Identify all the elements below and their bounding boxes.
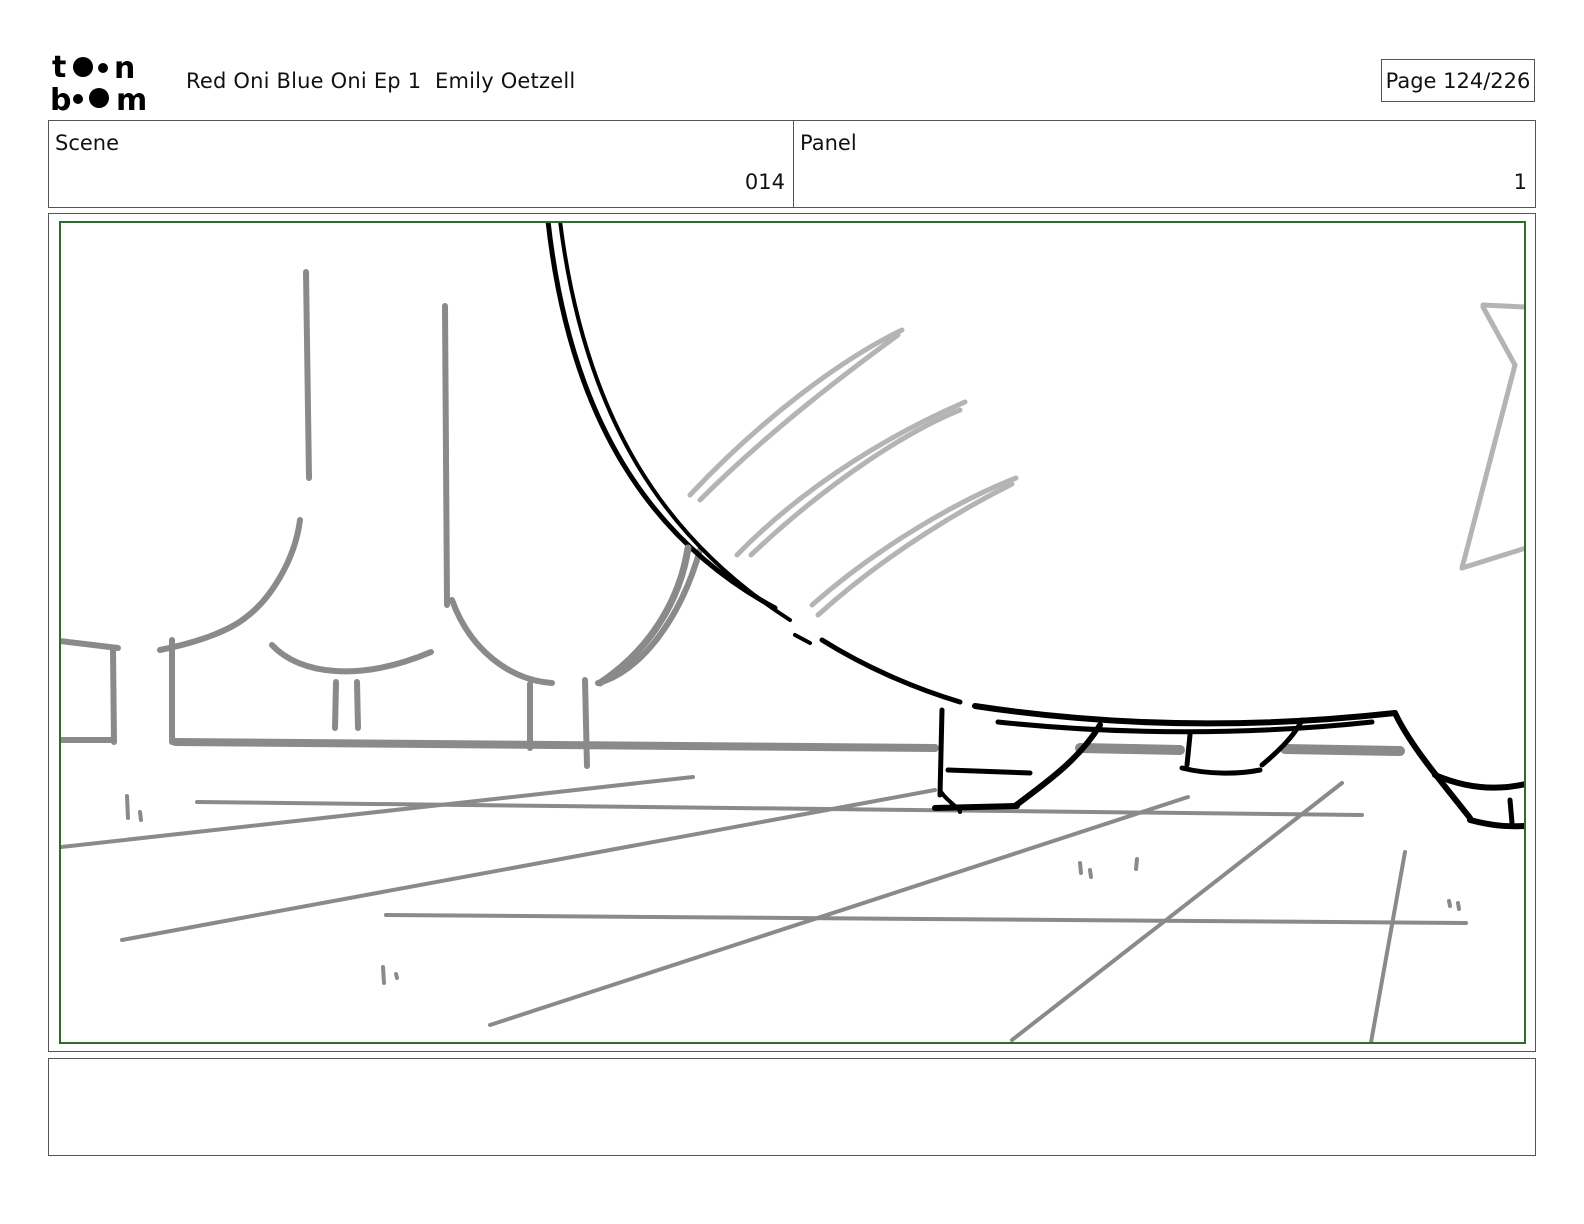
panel-notes-box — [48, 1058, 1536, 1156]
camera-frame — [59, 221, 1526, 1044]
svg-text:m: m — [116, 83, 147, 112]
motion-lines — [687, 302, 1526, 618]
panel-frame — [48, 213, 1536, 1052]
creature-body — [545, 221, 1526, 830]
background-trees — [59, 269, 703, 769]
panel-sketch — [59, 221, 1526, 1044]
svg-text:b: b — [50, 83, 71, 112]
svg-text:n: n — [114, 51, 135, 86]
panel-label: Panel — [800, 131, 857, 155]
scene-cell: Scene 014 — [49, 121, 794, 207]
ground-lines — [59, 775, 1468, 1044]
svg-text:t: t — [52, 50, 66, 85]
panel-number: 1 — [1513, 170, 1527, 194]
toon-boom-logo: t n b m — [50, 50, 147, 112]
storyboard-title: Red Oni Blue Oni Ep 1 Emily Oetzell — [186, 69, 576, 93]
scene-panel-info: Scene 014 Panel 1 — [48, 120, 1536, 208]
page-indicator: Page 124/226 — [1381, 59, 1535, 102]
panel-cell: Panel 1 — [794, 121, 1535, 207]
scene-label: Scene — [55, 131, 120, 155]
scene-number: 014 — [744, 170, 785, 194]
